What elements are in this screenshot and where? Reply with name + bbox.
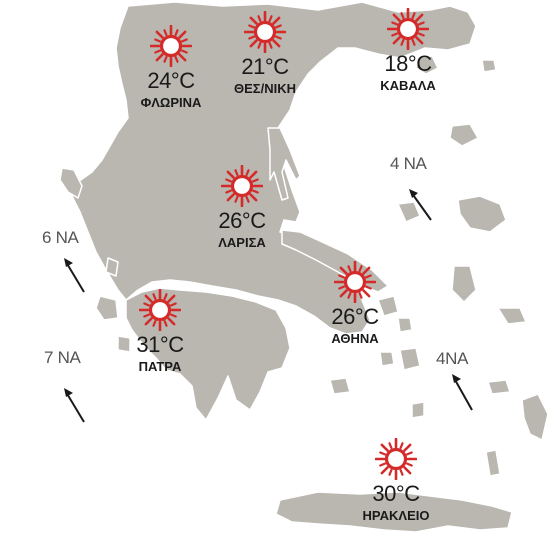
city-name: ΑΘΗΝΑ [331,331,379,346]
crete-shape [275,491,513,533]
karpathos-shape [485,449,501,477]
skyros-shape [397,201,421,223]
city-temperature: 18°C [384,51,432,76]
sun-icon [221,165,263,207]
chios-shape [451,265,477,303]
lemnos-shape [449,123,479,147]
halkidiki-shape [267,127,301,201]
andros-shape [377,295,399,317]
city-temperature: 24°C [147,68,195,93]
sun-icon [244,11,286,53]
sun-icon [375,438,417,480]
city-name: ΚΑΒΑΛΑ [380,78,436,93]
sun-icon [387,8,429,50]
peloponnese-shape [125,287,291,421]
kos-shape [487,379,511,395]
wind-label: 4 ΝΑ [390,154,427,173]
city-temperature: 30°C [372,481,420,506]
city-temperature: 31°C [136,332,184,357]
santorini-shape [411,401,425,419]
city-marker-kavala: 18°C ΚΑΒΑΛΑ [343,8,473,94]
corfu-shape [59,167,83,199]
city-name: ΠΑΤΡΑ [138,359,182,374]
zakynthos-shape [117,335,131,353]
city-temperature: 26°C [331,304,379,329]
thasos-shape [415,55,439,75]
naxos-shape [399,347,421,371]
city-marker-athens: 26°C ΑΘΗΝΑ [290,261,420,347]
city-marker-heraklion: 30°C ΗΡΑΚΛΕΙΟ [331,438,461,524]
samothraki-shape [481,59,497,73]
north-west-arrow-icon [64,388,85,423]
city-name: ΘΕΣ/ΝΙΚΗ [234,81,296,96]
ionian-island-shape [105,257,119,277]
lesbos-shape [457,195,507,233]
sun-icon [150,25,192,67]
city-name: ΛΑΡΙΣΑ [218,235,266,250]
city-marker-thessaloniki: 21°C ΘΕΣ/ΝΙΚΗ [200,11,330,97]
north-west-arrow-icon [64,258,85,293]
city-marker-patra: 31°C ΠΑΤΡΑ [95,289,225,375]
north-west-arrow-icon [409,189,432,221]
city-marker-florina: 24°C ΦΛΩΡΙΝΑ [106,25,236,111]
milos-shape [329,377,351,395]
wind-label: 4ΝΑ [436,349,469,368]
north-west-arrow-icon [452,374,473,411]
sun-icon [139,289,181,331]
wind-label: 7 ΝΑ [44,348,81,367]
paros-shape [379,351,395,367]
tinos-shape [397,317,413,333]
samos-shape [497,307,527,325]
city-name: ΦΛΩΡΙΝΑ [140,95,202,110]
city-marker-larisa: 26°C ΛΑΡΙΣΑ [177,165,307,251]
kefalonia-shape [95,295,119,321]
city-temperature: 21°C [241,54,289,79]
rhodes-shape [521,393,549,441]
sun-icon [334,261,376,303]
city-temperature: 26°C [218,208,266,233]
wind-label: 6 ΝΑ [42,228,79,247]
city-name: ΗΡΑΚΛΕΙΟ [362,508,430,523]
